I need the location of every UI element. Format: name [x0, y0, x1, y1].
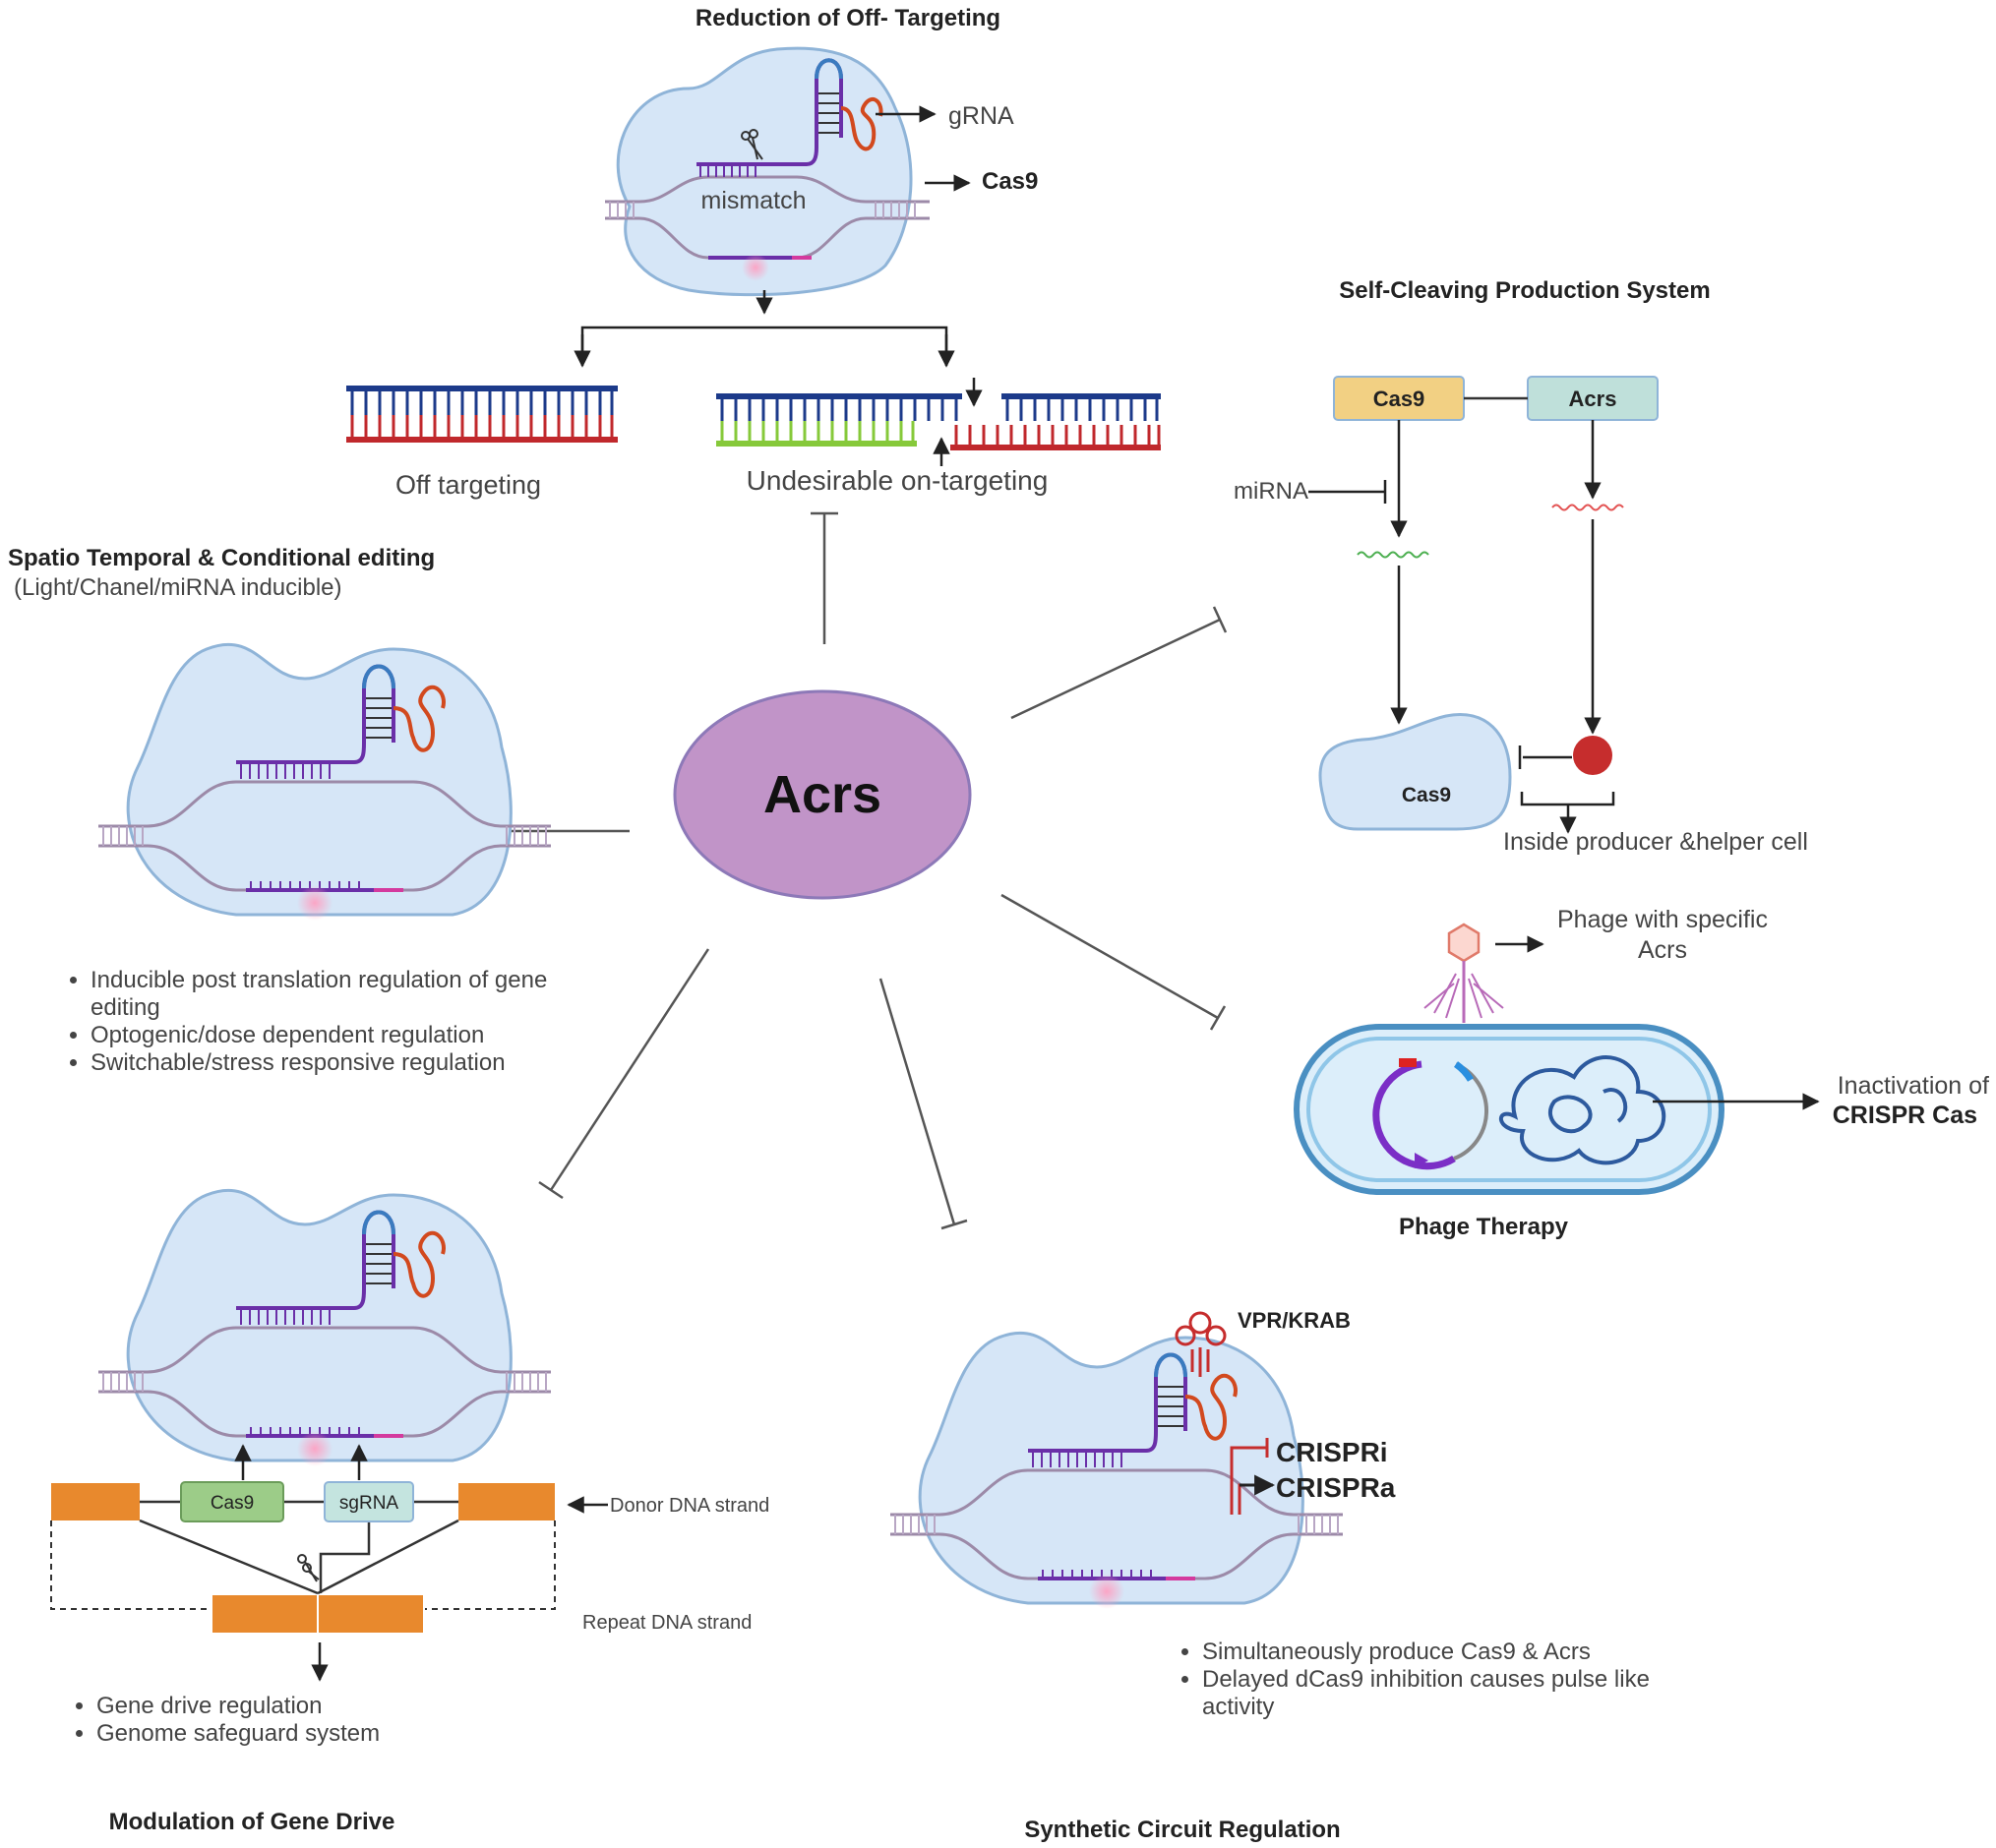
cas9-label-top: Cas9: [982, 168, 1038, 195]
spatio-bullets: Inducible post translation regulation of…: [57, 967, 563, 1077]
cas9-blob: [1318, 713, 1512, 831]
donor-strand: [50, 1483, 556, 1633]
acrs-dot: [1573, 736, 1612, 775]
mirna-label: miRNA: [1234, 478, 1308, 505]
self-cleaving-arrows: [1308, 420, 1615, 834]
gene-drive-cas9-label: Cas9: [211, 1493, 254, 1514]
synthetic-bullets: Simultaneously produce Cas9 & Acrs Delay…: [1169, 1639, 1714, 1721]
off-targeting-label: Off targeting: [395, 470, 541, 500]
acrs-center-ellipse: [673, 689, 972, 900]
donor-label: Donor DNA strand: [610, 1495, 769, 1517]
mismatch-label: mismatch: [701, 187, 807, 214]
synthetic-complex: [888, 1331, 1345, 1611]
vpr-krab-label: VPR/KRAB: [1238, 1308, 1351, 1333]
phage-title: Phage Therapy: [1399, 1214, 1569, 1240]
gene-drive-arrows: [234, 1444, 608, 1682]
sgrna-box: [324, 1481, 414, 1522]
cas9-box-label: Cas9: [1373, 387, 1425, 411]
off-targeting-dna: [346, 386, 618, 443]
inside-cell-label: Inside producer &helper cell: [1503, 828, 1808, 856]
spatio-subtitle: (Light/Chanel/miRNA inducible): [14, 574, 342, 601]
crispra-label: CRISPRa: [1276, 1472, 1396, 1503]
acrs-box-label: Acrs: [1569, 387, 1617, 411]
red-mrna-wave: [1551, 504, 1624, 511]
spatio-bullet: Optogenic/dose dependent regulation: [91, 1022, 563, 1049]
gene-drive-bullet: Gene drive regulation: [96, 1693, 510, 1720]
self-cleaving-title: Self-Cleaving Production System: [1339, 277, 1710, 304]
inhibition-lines: [485, 511, 1228, 1230]
crispri-label: CRISPRi: [1276, 1437, 1388, 1467]
synthetic-title: Synthetic Circuit Regulation: [1024, 1817, 1340, 1843]
branch-arrows: [574, 290, 955, 368]
off-target-complex: mismatch: [605, 46, 930, 297]
phage-label-2: Acrs: [1638, 936, 1687, 964]
inactivation-label-1: Inactivation of: [1838, 1072, 1989, 1100]
undesirable-label: Undesirable on-targeting: [747, 465, 1049, 496]
off-target-title: Reduction of Off- Targeting: [696, 5, 1000, 31]
repeat-label: Repeat DNA strand: [582, 1612, 752, 1634]
grna-label: gRNA: [948, 102, 1014, 130]
spatio-bullet: Inducible post translation regulation of…: [91, 967, 563, 1022]
inactivation-label-2: CRISPR Cas: [1833, 1102, 1977, 1129]
sgrna-label: sgRNA: [339, 1493, 399, 1514]
spatio-bullet: Switchable/stress responsive regulation: [91, 1049, 563, 1077]
vpr-krab-icon: [1175, 1311, 1227, 1377]
gene-drive-bullets: Gene drive regulation Genome safeguard s…: [63, 1693, 510, 1748]
gene-drive-title: Modulation of Gene Drive: [109, 1809, 395, 1835]
spatio-complex: [96, 642, 553, 923]
gene-drive-cas9-box: [180, 1481, 284, 1522]
bacterium: [1294, 1024, 1724, 1195]
cas9-blob-label: Cas9: [1402, 784, 1451, 806]
gene-drive-bullet: Genome safeguard system: [96, 1720, 510, 1748]
phage-icon: [1423, 923, 1504, 1023]
phage-label-1: Phage with specific: [1557, 906, 1768, 933]
gene-drive-complex: [96, 1188, 553, 1468]
synthetic-bullet: Delayed dCas9 inhibition causes pulse li…: [1202, 1666, 1714, 1721]
synthetic-bullet: Simultaneously produce Cas9 & Acrs: [1202, 1639, 1714, 1666]
on-targeting-dna: [716, 378, 1161, 466]
acrs-center-label: Acrs: [763, 765, 881, 824]
spatio-title: Spatio Temporal & Conditional editing: [8, 545, 435, 571]
green-mrna-wave: [1357, 551, 1429, 559]
